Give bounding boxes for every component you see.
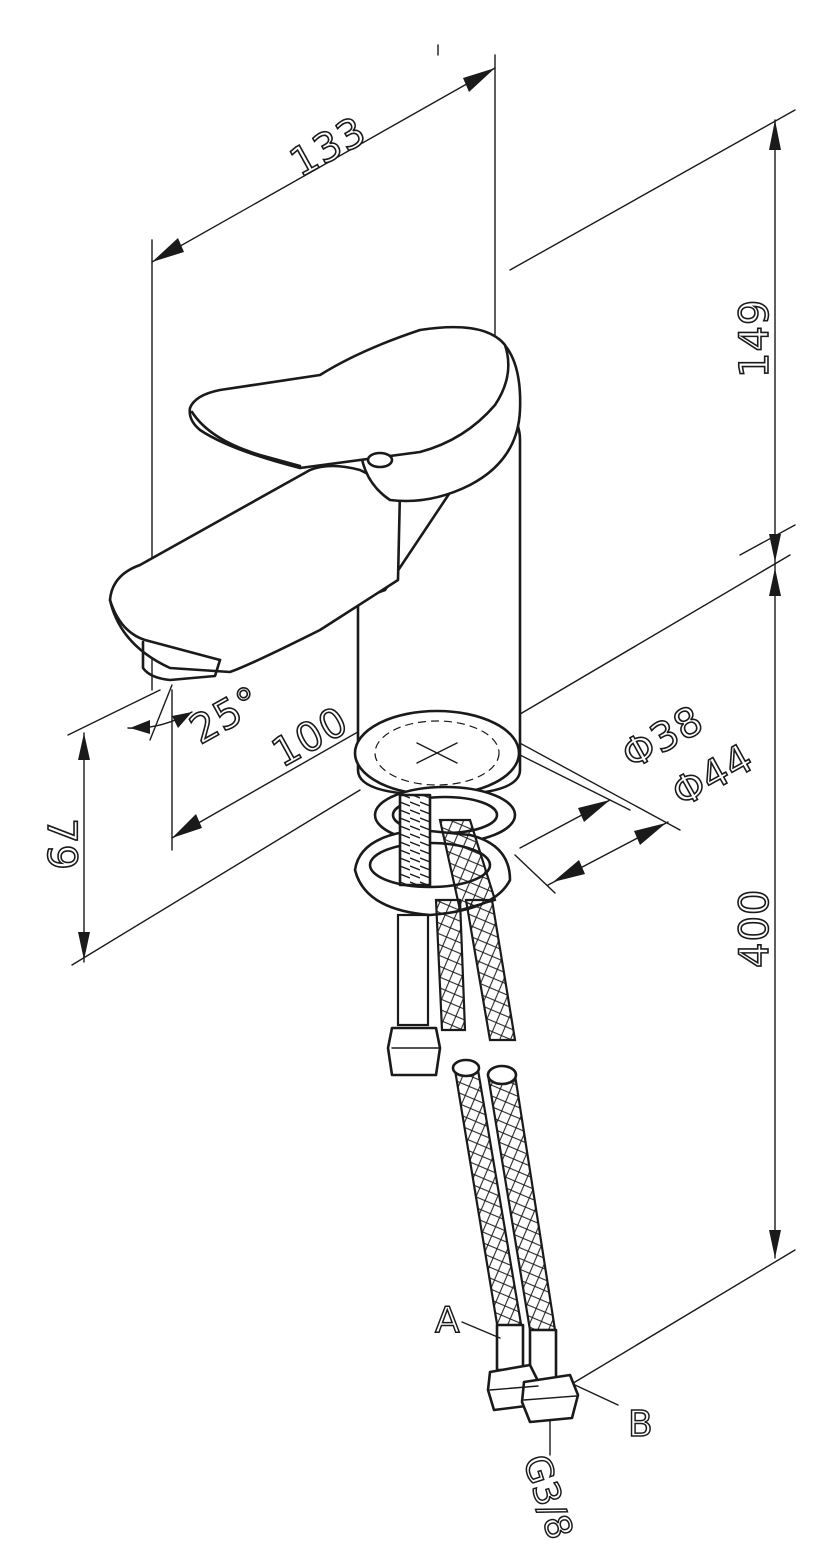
dim-label-angle: 25° [183, 678, 270, 754]
dim-label-400: 400 [732, 889, 778, 968]
dimension-height-149: 149 [509, 109, 796, 566]
dim-label-133: 133 [283, 108, 375, 187]
dim-label-149: 149 [732, 299, 778, 378]
upper-hoses [386, 818, 517, 1077]
callout-a: A [434, 1299, 501, 1342]
label-thread: G3/8 [514, 1450, 580, 1544]
label-hose-a: A [435, 1300, 460, 1341]
faucet-body [108, 325, 522, 797]
callout-b: B [574, 1384, 653, 1446]
lower-hoses [451, 1058, 580, 1424]
dim-label-79: 79 [38, 818, 84, 871]
dimension-height-79: 79 [37, 689, 361, 966]
dimension-angle-25: 25° [127, 677, 270, 755]
dimension-length-400: 400 [509, 554, 796, 1386]
label-hose-b: B [628, 1404, 653, 1445]
callout-thread: G3/8 [514, 1419, 581, 1545]
dim-label-100: 100 [265, 698, 357, 777]
